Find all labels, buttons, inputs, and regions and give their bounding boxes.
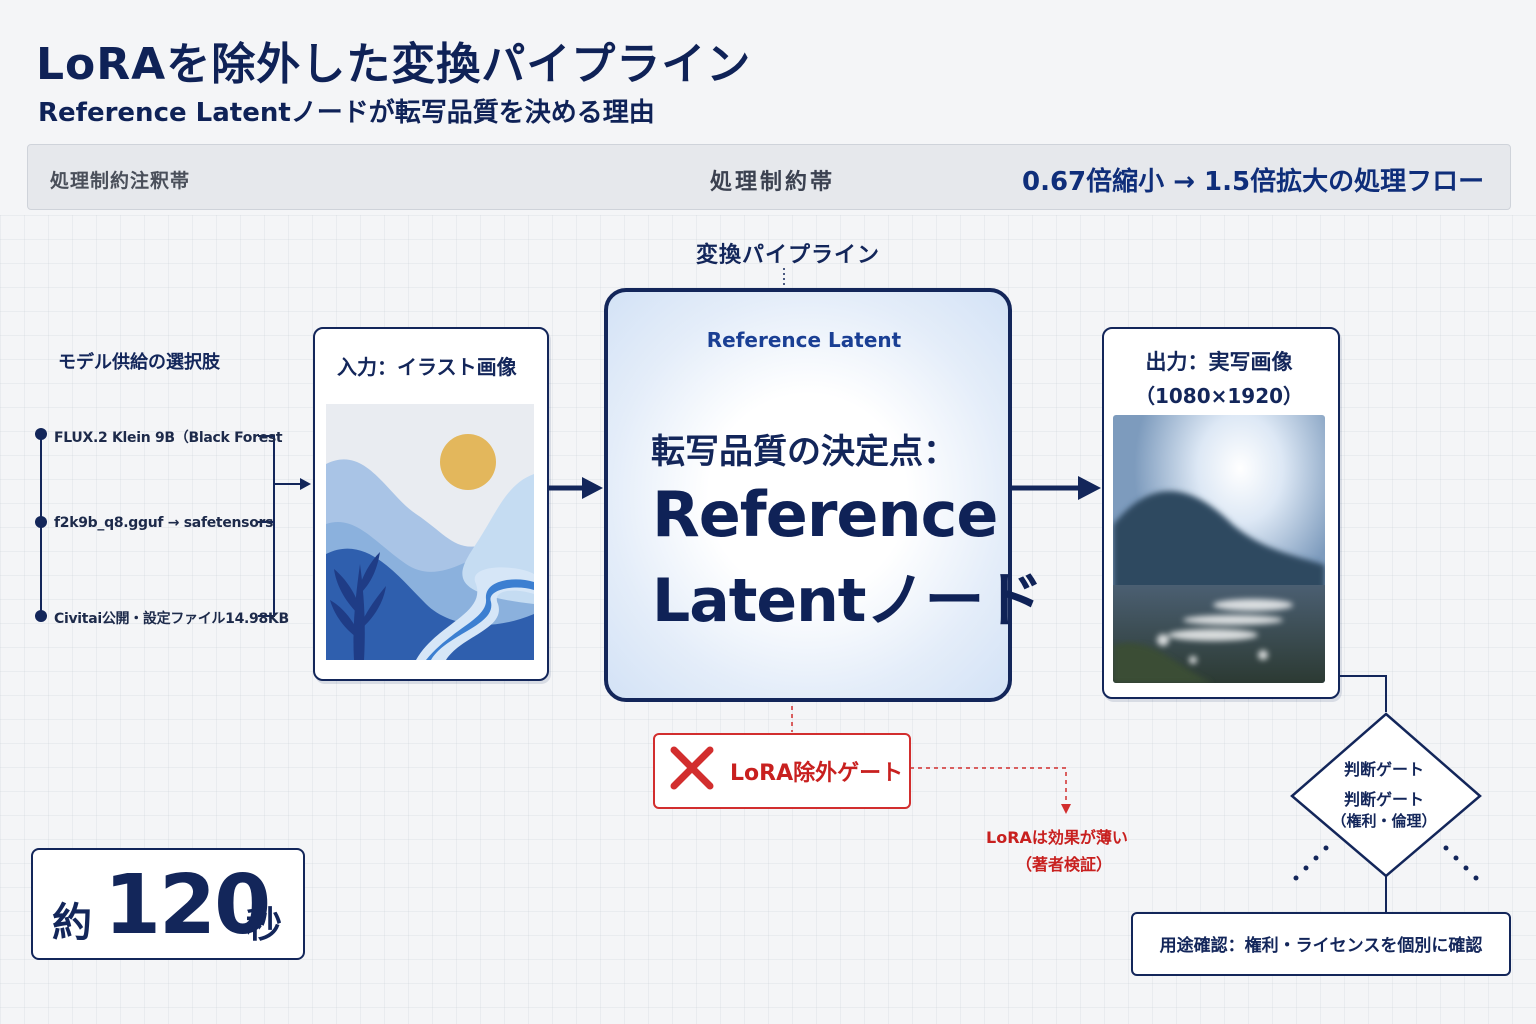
page-title: LoRAを除外した変換パイプライン [36, 39, 752, 90]
node-name-line1: Reference [652, 478, 998, 551]
constraint-band [27, 144, 1511, 210]
band-left-label: 処理制約注釈帯 [50, 170, 191, 192]
node-name-line2: Latentノード [652, 566, 1043, 636]
gate-to-note-connector [910, 767, 1067, 808]
decision-point-label: 転写品質の決定点： [651, 432, 957, 472]
time-unit: 秒 [246, 905, 283, 946]
model-option-flux: FLUX.2 Klein 9B（Black Forest [54, 430, 283, 446]
lora-gate-label: LoRA除外ゲート [730, 761, 904, 786]
decision-gate-line1: 判断ゲート [1343, 760, 1424, 779]
output-to-decision-connector [1336, 675, 1387, 712]
model-options-heading: モデル供給の選択肢 [58, 352, 220, 373]
reference-latent-tag: Reference Latent [706, 328, 902, 352]
lora-note-line2: （著者検証） [1016, 855, 1113, 874]
time-value: 120 [104, 858, 271, 953]
input-card-title: 入力：イラスト画像 [337, 355, 517, 379]
band-center-label: 処理制約帯 [710, 170, 836, 195]
processing-time-badge [31, 848, 305, 960]
gate-to-note-arrowhead [1061, 804, 1071, 814]
photo-image [1113, 415, 1325, 683]
model-bullet-2 [35, 516, 47, 528]
output-card-title: 出力：実写画像 [1145, 350, 1293, 374]
decision-gate-line3: （権利・倫理） [1331, 812, 1437, 830]
model-option-civitai: Civitai公開・設定ファイル14.98KB [54, 611, 289, 627]
model-option-gguf: f2k9b_q8.gguf → safetensors [54, 515, 274, 531]
model-to-input-arrowhead [300, 478, 311, 490]
input-to-center-arrowhead [582, 477, 603, 499]
reference-latent-node-card [604, 288, 1012, 702]
decision-branch-dots [1293, 845, 1479, 881]
lora-note-line1: LoRAは効果が薄い [986, 828, 1128, 847]
output-resolution: （1080×1920） [1134, 384, 1304, 408]
page-subtitle: Reference Latentノードが転写品質を決める理由 [38, 98, 655, 128]
model-bullet-3 [35, 610, 47, 622]
usage-check-text: 用途確認：権利・ライセンスを個別に確認 [1159, 936, 1483, 956]
model-bullet-1 [35, 428, 47, 440]
pipeline-label: 変換パイプライン [696, 243, 881, 268]
center-to-output-arrowhead [1078, 476, 1101, 500]
model-bracket [258, 435, 275, 617]
usage-check-box [1131, 912, 1511, 976]
band-flow-label: 0.67倍縮小 → 1.5倍拡大の処理フロー [1022, 167, 1485, 197]
illustration-image [326, 404, 534, 660]
close-icon [670, 746, 714, 790]
time-prefix: 約 [52, 900, 92, 946]
decision-gate-line2: 判断ゲート [1343, 790, 1424, 809]
